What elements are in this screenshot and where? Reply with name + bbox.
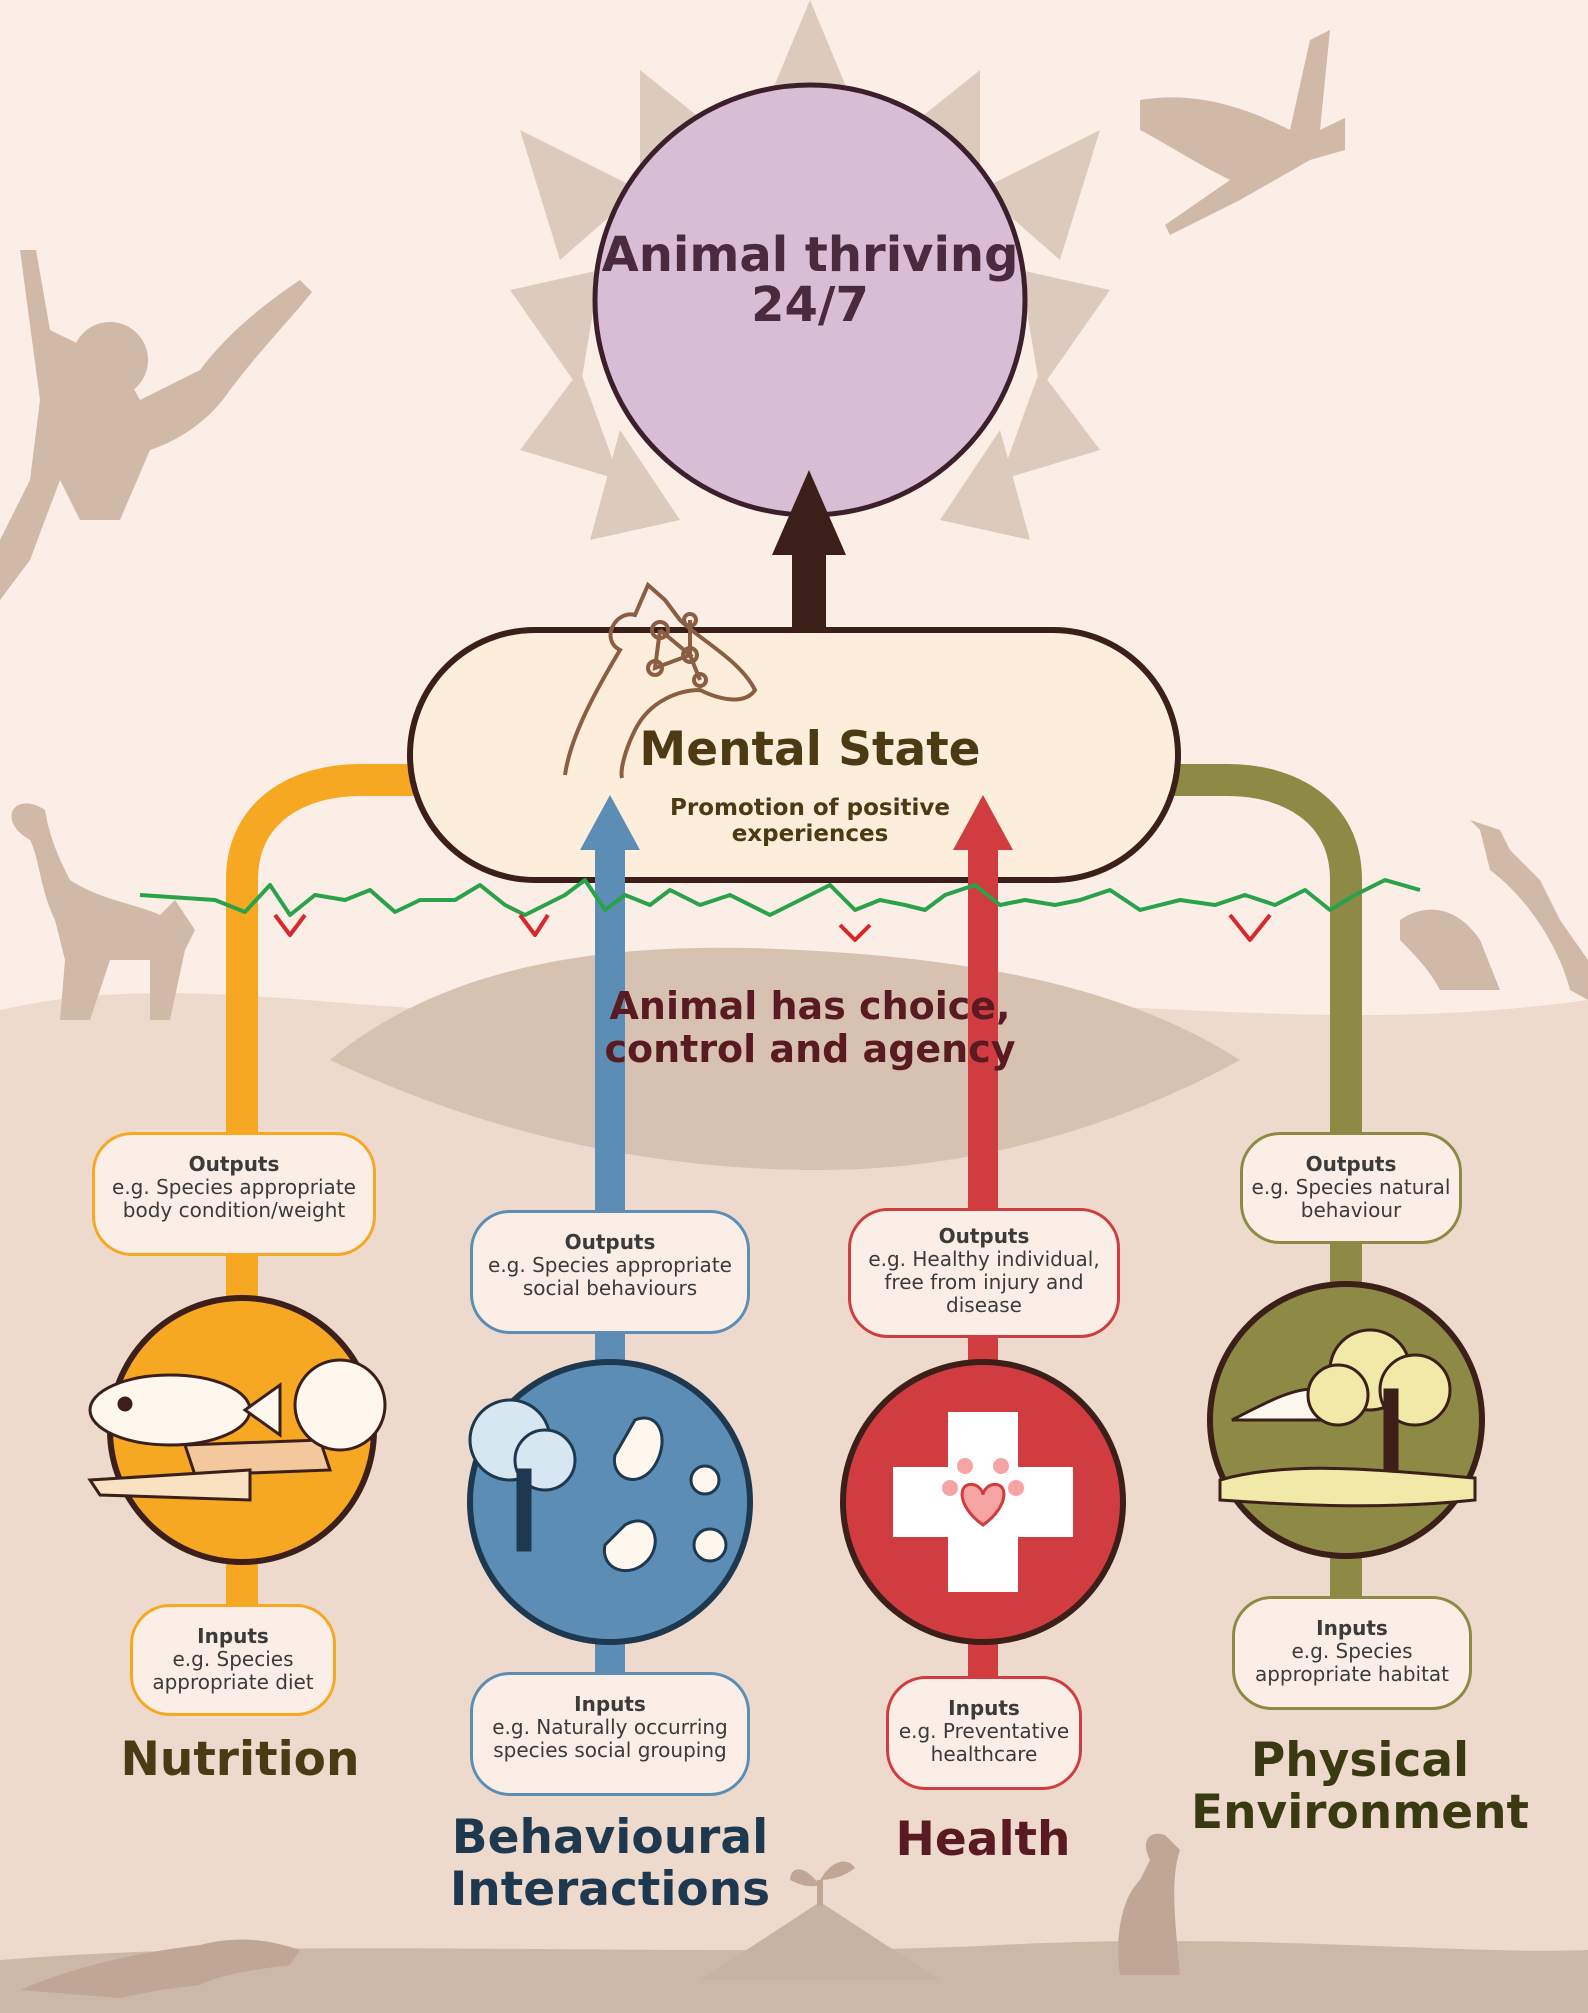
environment-outputs-label: Outputs bbox=[1305, 1152, 1397, 1176]
environment-outputs-pill: Outputs e.g. Species natural behaviour bbox=[1240, 1132, 1462, 1244]
health-outputs-pill: Outputs e.g. Healthy individual, free fr… bbox=[848, 1208, 1120, 1338]
food-icon bbox=[87, 1358, 387, 1502]
nutrition-path bbox=[226, 764, 470, 1690]
behaviour-inputs-text: e.g. Naturally occurring species social … bbox=[492, 1715, 728, 1762]
meerkat-silhouette bbox=[1118, 1833, 1180, 1975]
mental-state-subtitle: Promotion of positive experiences bbox=[670, 795, 950, 847]
center-hill bbox=[330, 947, 1240, 1170]
behaviour-outputs-text: e.g. Species appropriate social behaviou… bbox=[488, 1253, 732, 1300]
behaviour-outputs-label: Outputs bbox=[564, 1230, 656, 1254]
thriving-arrow-head bbox=[772, 470, 846, 555]
health-outputs-text: e.g. Healthy individual, free from injur… bbox=[868, 1247, 1100, 1317]
monkey-silhouette bbox=[0, 250, 312, 600]
lemur-silhouette bbox=[11, 803, 195, 1020]
choice-text: Animal has choice, control and agency bbox=[604, 984, 1016, 1071]
nutrition-inputs-label: Inputs bbox=[197, 1624, 269, 1648]
thriving-arrow-shaft bbox=[792, 540, 826, 640]
health-label: Health bbox=[895, 1812, 1071, 1867]
health-inputs-text: e.g. Preventative healthcare bbox=[898, 1719, 1070, 1766]
kangaroo-silhouette bbox=[1400, 820, 1588, 1000]
parrot-silhouette bbox=[1140, 30, 1345, 235]
behaviour-inputs-label: Inputs bbox=[574, 1692, 646, 1716]
environment-path bbox=[1118, 764, 1362, 1690]
mental-state-title: Mental State bbox=[639, 722, 981, 777]
lizard-silhouette bbox=[20, 1939, 300, 1998]
nutrition-label: Nutrition bbox=[120, 1732, 360, 1787]
nutrition-outputs-text: e.g. Species appropriate body condition/… bbox=[112, 1175, 356, 1222]
health-outputs-label: Outputs bbox=[938, 1224, 1030, 1248]
sun-title: Animal thriving 24/7 bbox=[601, 227, 1019, 333]
nutrition-inputs-pill: Inputs e.g. Species appropriate diet bbox=[130, 1604, 336, 1716]
nutrition-inputs-text: e.g. Species appropriate diet bbox=[152, 1647, 314, 1694]
health-arrowhead bbox=[953, 795, 1013, 850]
health-inputs-label: Inputs bbox=[948, 1696, 1020, 1720]
nutrition-outputs-label: Outputs bbox=[188, 1152, 280, 1176]
behaviour-inputs-pill: Inputs e.g. Naturally occurring species … bbox=[470, 1672, 750, 1796]
giraffe-icon bbox=[563, 581, 758, 779]
environment-inputs-pill: Inputs e.g. Species appropriate habitat bbox=[1232, 1596, 1472, 1710]
center-mound bbox=[700, 1902, 940, 1980]
behaviour-label: Behavioural Interactions bbox=[449, 1810, 771, 1917]
habitat-icon bbox=[1218, 1328, 1477, 1508]
environment-outputs-text: e.g. Species natural behaviour bbox=[1251, 1175, 1451, 1222]
behaviour-outputs-pill: Outputs e.g. Species appropriate social … bbox=[470, 1210, 750, 1334]
paw-cross-icon bbox=[893, 1412, 1073, 1592]
sun-rays bbox=[510, 0, 1110, 540]
environment-label: Physical Environment bbox=[1190, 1733, 1530, 1840]
back-hill bbox=[0, 993, 1588, 2013]
environment-inputs-label: Inputs bbox=[1316, 1616, 1388, 1640]
tracks-icon bbox=[468, 1398, 728, 1573]
mood-wave bbox=[139, 878, 1421, 942]
sprout-icon bbox=[790, 1861, 855, 1906]
health-inputs-pill: Inputs e.g. Preventative healthcare bbox=[886, 1676, 1082, 1790]
environment-inputs-text: e.g. Species appropriate habitat bbox=[1254, 1639, 1450, 1686]
behaviour-arrowhead bbox=[580, 795, 640, 850]
nutrition-outputs-pill: Outputs e.g. Species appropriate body co… bbox=[92, 1132, 376, 1256]
